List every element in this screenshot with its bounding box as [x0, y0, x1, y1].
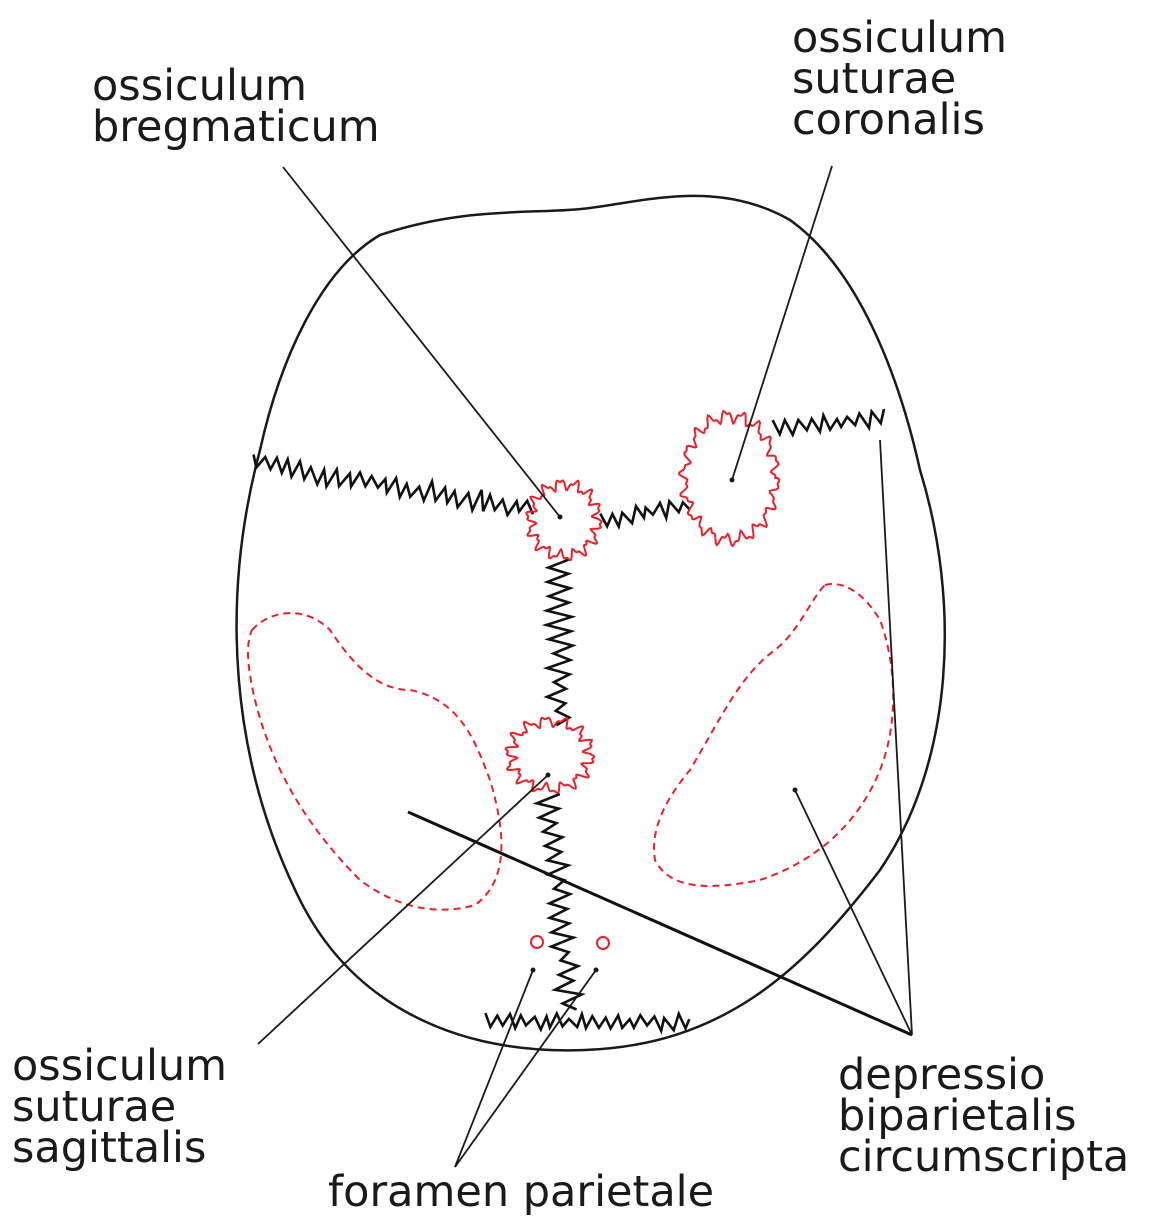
leader-depressio-right	[795, 790, 912, 1035]
leader-bregmaticum	[283, 167, 560, 517]
skull-outline	[237, 196, 945, 1050]
leader-foramen-left-dot	[531, 968, 536, 973]
coronal-suture-left	[254, 455, 534, 515]
coronal-suture-right	[773, 409, 884, 435]
label-line: bregmaticum	[92, 107, 380, 148]
leader-sagittalis	[258, 775, 548, 1044]
label-line: ossiculum	[92, 66, 380, 107]
leader-foramen-left	[455, 970, 533, 1167]
depressio-left-outline	[248, 613, 501, 910]
label-ossiculum-bregmaticum: ossiculum bregmaticum	[92, 66, 380, 148]
leader-sagittalis-dot	[546, 773, 551, 778]
label-line: circumscripta	[838, 1137, 1129, 1178]
label-line: coronalis	[792, 100, 1007, 141]
leader-foramen-right-dot	[594, 968, 599, 973]
label-ossiculum-suturae-coronalis: ossiculum suturae coronalis	[792, 18, 1007, 141]
ossiculum-sagittalis-outline	[506, 718, 595, 793]
depressio-right-outline	[654, 584, 893, 886]
leader-bregmaticum-dot	[558, 515, 563, 520]
label-line: ossiculum	[792, 18, 1007, 59]
label-depressio-biparietalis: depressio biparietalis circumscripta	[838, 1055, 1129, 1178]
ossiculum-bregmaticum-outline	[526, 481, 601, 561]
ossiculum-coronalis-outline	[679, 411, 779, 546]
label-line: depressio	[838, 1055, 1129, 1096]
leader-coronalis-dot	[730, 478, 735, 483]
sagittal-suture-upper	[546, 559, 572, 725]
label-line: suturae	[792, 59, 1007, 100]
label-line: suturae	[12, 1087, 227, 1128]
leader-depressio-left	[880, 440, 912, 1035]
coronal-suture-middle	[600, 501, 690, 526]
sagittal-suture-lower	[537, 794, 582, 1010]
label-line: ossiculum	[12, 1046, 227, 1087]
lambdoid-suture	[485, 1013, 689, 1031]
leader-coronalis	[732, 166, 832, 480]
label-line: foramen parietale	[328, 1172, 714, 1213]
label-line: biparietalis	[838, 1096, 1129, 1137]
label-foramen-parietale: foramen parietale	[328, 1172, 714, 1213]
leader-foramen-right	[455, 970, 596, 1167]
label-ossiculum-suturae-sagittalis: ossiculum suturae sagittalis	[12, 1046, 227, 1169]
label-line: sagittalis	[12, 1128, 227, 1169]
foramen-right-circle	[597, 937, 609, 949]
foramen-left-circle	[531, 936, 543, 948]
leader-depressio-dot	[793, 788, 798, 793]
